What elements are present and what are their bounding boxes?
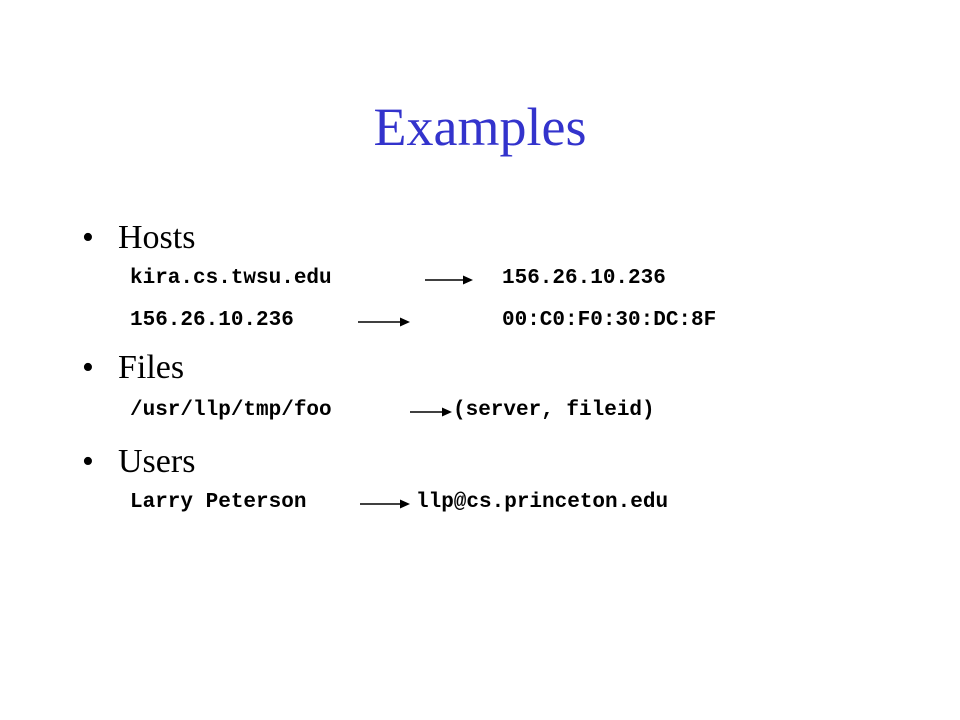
right-arrow-icon xyxy=(358,316,410,328)
mapping-from: Larry Peterson xyxy=(130,491,307,514)
section-heading-hosts: Hosts xyxy=(118,219,196,256)
bullet-dot: • xyxy=(82,443,94,480)
slide-title: Examples xyxy=(373,97,587,157)
mapping-from: 156.26.10.236 xyxy=(130,309,294,332)
mapping-to: 00:C0:F0:30:DC:8F xyxy=(502,309,717,332)
section-heading-users: Users xyxy=(118,443,196,480)
bullet-dot: • xyxy=(82,349,94,386)
mapping-to: (server, fileid) xyxy=(453,399,655,422)
section-heading-files: Files xyxy=(118,349,185,386)
mapping-to: llp@cs.princeton.edu xyxy=(416,491,669,514)
right-arrow-icon xyxy=(360,498,410,510)
bullet-users: • Users xyxy=(82,442,195,482)
bullet-dot: • xyxy=(82,219,94,256)
bullet-files: • Files xyxy=(82,348,184,388)
right-arrow-icon xyxy=(410,406,452,418)
right-arrow-icon xyxy=(425,274,473,286)
mapping-from: /usr/llp/tmp/foo xyxy=(130,399,332,422)
mapping-from: kira.cs.twsu.edu xyxy=(130,267,332,290)
bullet-hosts: • Hosts xyxy=(82,218,195,258)
mapping-to: 156.26.10.236 xyxy=(502,267,666,290)
